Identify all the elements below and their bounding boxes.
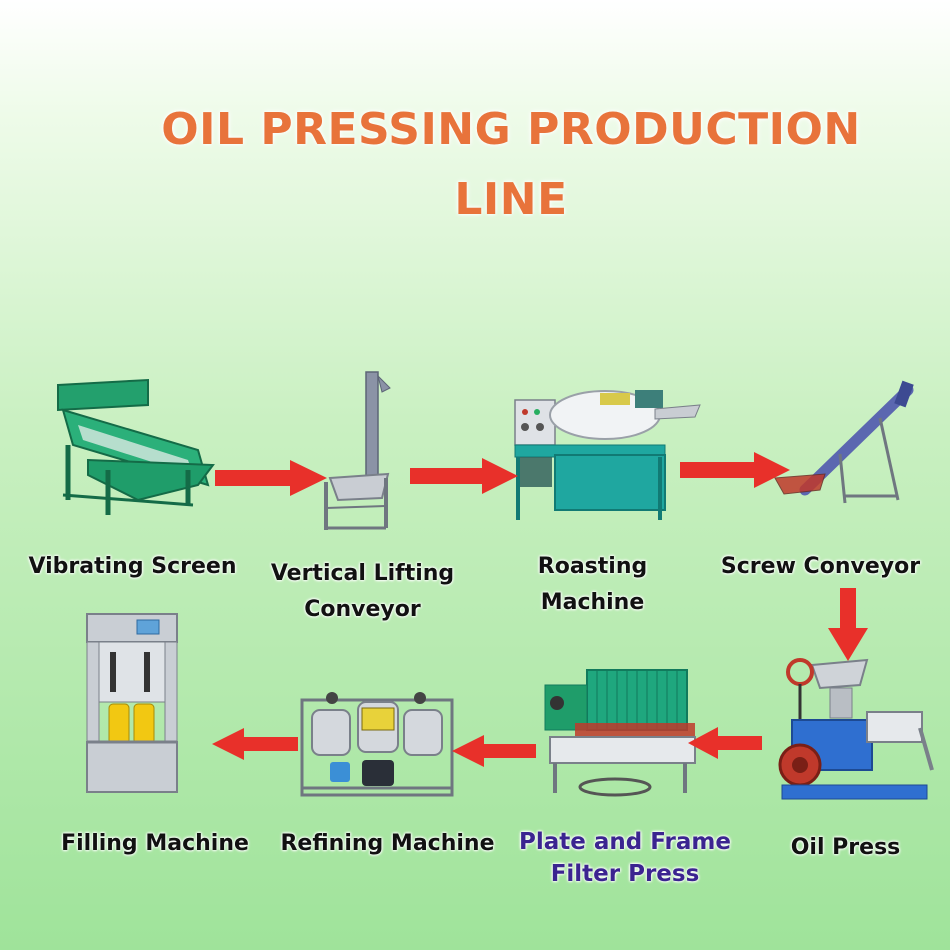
vibrating-screen-image	[57, 378, 215, 515]
refining-machine-image	[300, 692, 454, 797]
roasting-machine-image	[514, 390, 701, 520]
label-filling-machine: Filling Machine	[45, 826, 265, 862]
label-oil-press: Oil Press	[768, 830, 923, 866]
arrow-down	[828, 588, 868, 661]
label-line: Refining Machine	[280, 831, 495, 856]
filling-machine-image	[86, 613, 178, 793]
label-line: Plate and Frame	[519, 829, 731, 855]
label-line: Vertical Lifting	[270, 561, 455, 586]
plate-and-frame-filter-press-image	[544, 669, 696, 797]
label-line: Conveyor	[304, 597, 421, 622]
arrow-left-2	[452, 735, 536, 767]
vertical-lifting-conveyor-image	[324, 371, 391, 530]
label-line: Vibrating Screen	[28, 554, 237, 579]
arrow-right-3	[680, 452, 790, 488]
label-plate-and-frame-filter-press: Plate and Frame Filter Press	[505, 826, 745, 890]
oil-press-image	[778, 658, 934, 800]
arrow-left-1	[688, 727, 762, 759]
arrow-right-1	[215, 460, 327, 496]
arrow-right-2	[410, 458, 518, 494]
label-refining-machine: Refining Machine	[270, 826, 505, 862]
label-roasting-machine: Roasting Machine	[505, 549, 680, 621]
arrow-left-3	[212, 728, 298, 760]
diagram-title-line-1: OIL PRESSING PRODUCTION	[161, 104, 861, 155]
diagram-title-line-2: LINE	[454, 174, 568, 225]
label-vertical-lifting-conveyor: Vertical Lifting Conveyor	[255, 556, 470, 628]
label-line: Screw Conveyor	[720, 554, 921, 579]
label-screw-conveyor: Screw Conveyor	[708, 549, 933, 585]
label-vibrating-screen: Vibrating Screen	[20, 549, 245, 585]
label-line: Filter Press	[550, 861, 700, 887]
screw-conveyor-image	[774, 380, 914, 504]
label-line: Oil Press	[790, 835, 901, 860]
label-line: Machine	[540, 590, 645, 615]
label-line: Roasting	[537, 554, 648, 579]
label-line: Filling Machine	[61, 831, 249, 856]
